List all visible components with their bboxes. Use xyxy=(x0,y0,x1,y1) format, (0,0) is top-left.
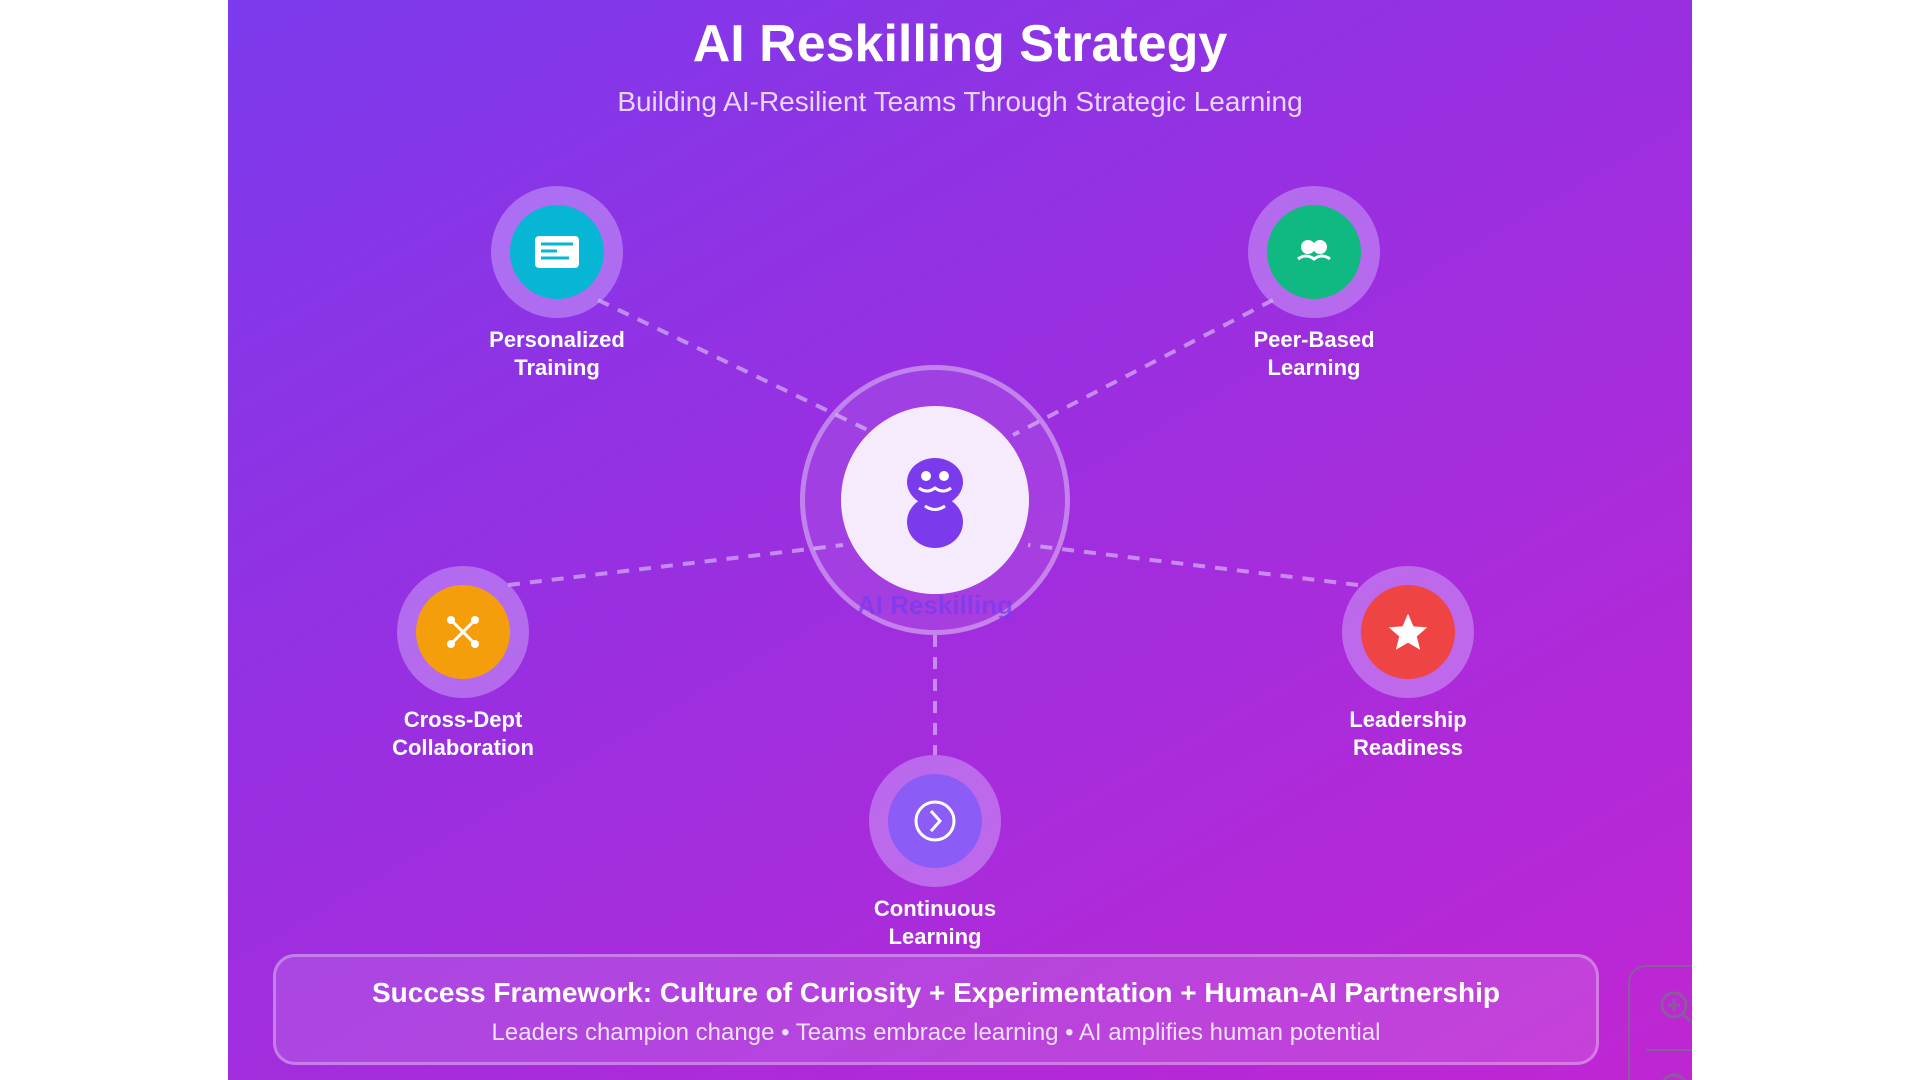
people-icon xyxy=(1297,240,1331,261)
zoom-in-icon[interactable] xyxy=(1658,989,1692,1027)
label-line: Peer-Based xyxy=(1253,327,1375,352)
zoom-out-icon[interactable] xyxy=(1658,1071,1692,1080)
robot-icon xyxy=(907,458,963,548)
node-core xyxy=(1361,585,1455,679)
node-core xyxy=(416,585,510,679)
success-framework-box: Success Framework: Culture of Curiosity … xyxy=(273,954,1599,1065)
network-icon xyxy=(447,616,479,648)
node-core xyxy=(1267,205,1361,299)
zoom-divider xyxy=(1646,1049,1692,1051)
label-line: Cross-Dept xyxy=(403,707,523,732)
node-core xyxy=(510,205,604,299)
star-icon xyxy=(1388,613,1428,650)
label-line: Learning xyxy=(888,924,982,949)
hub-label: AI Reskilling xyxy=(856,590,1014,620)
page-subtitle: Building AI-Resilient Teams Through Stra… xyxy=(617,86,1303,117)
label-line: Training xyxy=(514,355,600,380)
framework-subtitle: Leaders champion change • Teams embrace … xyxy=(491,1019,1381,1046)
zoom-controls xyxy=(1628,965,1692,1080)
label-line: Readiness xyxy=(1352,735,1464,760)
connector-peer xyxy=(1012,298,1274,437)
connector-crossdept xyxy=(507,543,844,587)
cycle-icon xyxy=(914,800,956,842)
page-title: AI Reskilling Strategy xyxy=(692,15,1228,73)
node-core xyxy=(888,774,982,868)
label-line: Collaboration xyxy=(392,735,534,760)
framework-title: Success Framework: Culture of Curiosity … xyxy=(371,977,1501,1008)
document-icon xyxy=(535,236,579,268)
label-line: Continuous xyxy=(873,896,997,921)
connector-personalized xyxy=(597,298,879,437)
label-line: Learning xyxy=(1267,355,1361,380)
central-hub: AI Reskilling xyxy=(800,365,1070,635)
label-line: Leadership xyxy=(1349,707,1467,732)
diagram-panel: AI Reskilling Strategy Building AI-Resil… xyxy=(228,0,1692,1080)
label-line: Personalized xyxy=(489,327,625,352)
connector-lines xyxy=(507,298,1359,755)
connector-leadership xyxy=(1027,543,1359,587)
hub-core xyxy=(841,406,1029,594)
